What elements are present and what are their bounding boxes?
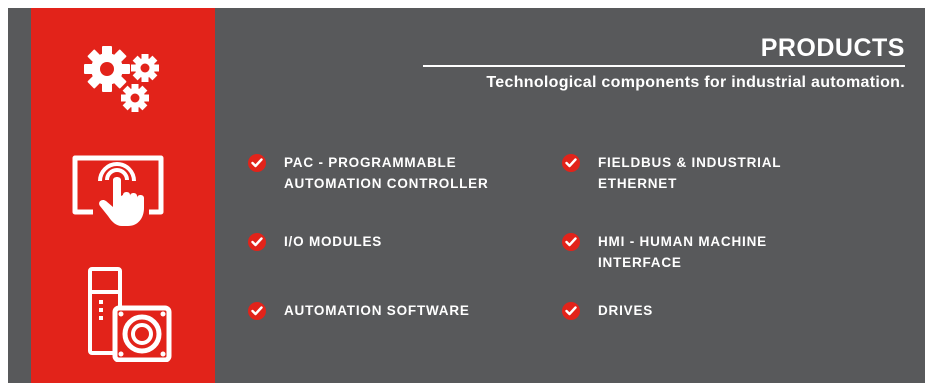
touchscreen-hand-icon xyxy=(71,154,175,230)
check-icon xyxy=(248,154,266,172)
page-title: PRODUCTS xyxy=(422,34,905,67)
header: PRODUCTS Technological components for in… xyxy=(422,34,905,92)
icon-sidebar xyxy=(31,8,215,383)
check-icon xyxy=(562,302,580,320)
list-item: HMI - HUMAN MACHINE INTERFACE xyxy=(562,231,862,273)
check-icon xyxy=(248,233,266,251)
check-icon xyxy=(562,233,580,251)
list-item: AUTOMATION SOFTWARE xyxy=(248,300,548,321)
list-item: I/O MODULES xyxy=(248,231,548,252)
product-label: FIELDBUS & INDUSTRIAL ETHERNET xyxy=(598,155,782,191)
product-label: I/O MODULES xyxy=(284,234,383,249)
product-label: HMI - HUMAN MACHINE INTERFACE xyxy=(598,234,767,270)
product-label: AUTOMATION SOFTWARE xyxy=(284,303,470,318)
product-label: DRIVES xyxy=(598,303,654,318)
products-banner: PRODUCTS Technological components for in… xyxy=(8,8,925,383)
cabinet-motor-icon xyxy=(87,266,181,363)
check-icon xyxy=(248,302,266,320)
product-label: PAC - PROGRAMMABLE AUTOMATION CONTROLLER xyxy=(284,155,489,191)
check-icon xyxy=(562,154,580,172)
list-item: FIELDBUS & INDUSTRIAL ETHERNET xyxy=(562,152,862,194)
gears-icon xyxy=(83,44,163,112)
list-item: DRIVES xyxy=(562,300,862,321)
list-item: PAC - PROGRAMMABLE AUTOMATION CONTROLLER xyxy=(248,152,548,194)
page-subtitle: Technological components for industrial … xyxy=(486,74,905,91)
